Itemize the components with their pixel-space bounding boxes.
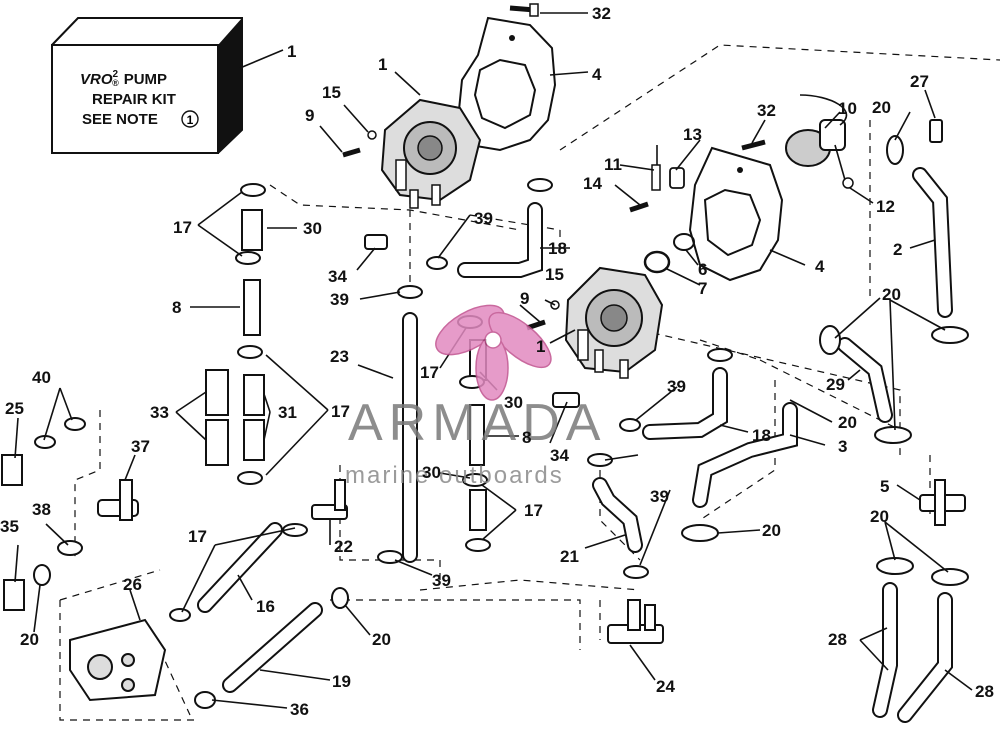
- callout-29: 29: [826, 375, 845, 394]
- callout-37: 37: [131, 437, 150, 456]
- kit-brand-reg: ®: [112, 78, 119, 88]
- bracket-upper: [456, 16, 557, 152]
- callout-28-right: 28: [975, 682, 994, 701]
- callout-3: 3: [838, 437, 847, 456]
- callout-20-b: 20: [882, 285, 901, 304]
- callout-15-upper: 15: [322, 83, 341, 102]
- callout-1-kit: 1: [287, 42, 296, 61]
- callout-33: 33: [150, 403, 169, 422]
- callout-1-pump-upper: 1: [378, 55, 387, 74]
- callout-30-c: 30: [422, 463, 441, 482]
- hoses: [197, 167, 953, 723]
- callout-24: 24: [656, 677, 675, 696]
- callout-30-b: 30: [504, 393, 523, 412]
- callout-19: 19: [332, 672, 351, 691]
- callout-17-d: 17: [524, 501, 543, 520]
- callout-34-lower: 34: [550, 446, 569, 465]
- primer-solenoid: [785, 94, 854, 189]
- watermark-propeller-icon: [435, 304, 552, 401]
- callout-10: 10: [838, 99, 857, 118]
- callout-16: 16: [256, 597, 275, 616]
- callout-20-g: 20: [20, 630, 39, 649]
- kit-line2: REPAIR KIT: [92, 91, 176, 108]
- callout-18-upper: 18: [548, 239, 567, 258]
- kit-brand-super: 2: [113, 69, 119, 80]
- callout-22: 22: [334, 537, 353, 556]
- callout-7: 7: [698, 279, 707, 298]
- sensor-13: [651, 145, 685, 191]
- callout-9-lower: 9: [520, 289, 529, 308]
- callout-2: 2: [893, 240, 902, 259]
- o-ring-7: [643, 250, 671, 274]
- callout-12: 12: [876, 197, 895, 216]
- fittings: [69, 119, 966, 702]
- fuel-pump-upper: [380, 98, 482, 209]
- callout-14: 14: [583, 174, 602, 193]
- callout-6: 6: [698, 260, 707, 279]
- callout-17-c: 17: [420, 363, 439, 382]
- kit-line3: SEE NOTE: [82, 111, 158, 128]
- callout-18-lower: 18: [752, 426, 771, 445]
- callout-8-left: 8: [172, 298, 181, 317]
- callout-23: 23: [330, 347, 349, 366]
- callout-39-d: 39: [650, 487, 669, 506]
- callout-31: 31: [278, 403, 297, 422]
- callout-39-c: 39: [667, 377, 686, 396]
- watermark: ARMADA marine outboards: [345, 304, 606, 489]
- fuel-pump-lower: [564, 266, 664, 379]
- callout-20-c: 20: [838, 413, 857, 432]
- callout-17-e: 17: [188, 527, 207, 546]
- callout-4-lower: 4: [815, 257, 825, 276]
- callout-labels: 1 1 1 2 3 4 4 5 6 7 8 8 9 9 10 11 12 13 …: [0, 4, 994, 719]
- callout-26: 26: [123, 575, 142, 594]
- callout-32-lower: 32: [757, 101, 776, 120]
- callout-11: 11: [604, 155, 622, 174]
- callout-15-lower: 15: [545, 265, 564, 284]
- leader-lines: [14, 12, 973, 709]
- kit-note-number: 1: [187, 113, 194, 127]
- o-ring-6: [673, 233, 695, 251]
- callout-4-upper: 4: [592, 65, 602, 84]
- callout-1-pump-lower: 1: [536, 337, 545, 356]
- kit-pump: PUMP: [124, 71, 167, 88]
- callout-5: 5: [880, 477, 889, 496]
- callout-25: 25: [5, 399, 24, 418]
- callout-35: 35: [0, 517, 19, 536]
- callout-28-left: 28: [828, 630, 847, 649]
- bracket-lower: [688, 146, 784, 282]
- callout-32-upper: 32: [592, 4, 611, 23]
- callout-17-a: 17: [173, 218, 192, 237]
- callout-39-a: 39: [330, 290, 349, 309]
- kit-brand: VRO: [80, 71, 113, 88]
- callout-13: 13: [683, 125, 702, 144]
- callout-17-b: 17: [331, 402, 350, 421]
- callout-38: 38: [32, 500, 51, 519]
- callout-39-e: 39: [432, 571, 451, 590]
- callout-20-e: 20: [762, 521, 781, 540]
- callout-21: 21: [560, 547, 579, 566]
- callout-40: 40: [32, 368, 51, 387]
- screws: [342, 3, 766, 331]
- callout-39-b: 39: [474, 209, 493, 228]
- callout-30-a: 30: [303, 219, 322, 238]
- repair-kit-box: VRO2® PUMP REPAIR KIT SEE NOTE 1: [51, 17, 243, 154]
- callout-20-a: 20: [872, 98, 891, 117]
- callout-9-upper: 9: [305, 106, 314, 125]
- watermark-tagline: marine outboards: [345, 462, 564, 489]
- callout-8-center: 8: [522, 428, 531, 447]
- callout-36: 36: [290, 700, 309, 719]
- callout-27: 27: [910, 72, 929, 91]
- svg-text:VRO2®PUMP: VRO2® PUMP: [80, 69, 167, 88]
- callout-20-f: 20: [372, 630, 391, 649]
- callout-20-d: 20: [870, 507, 889, 526]
- watermark-brand: ARMADA: [348, 394, 606, 452]
- callout-34-upper: 34: [328, 267, 347, 286]
